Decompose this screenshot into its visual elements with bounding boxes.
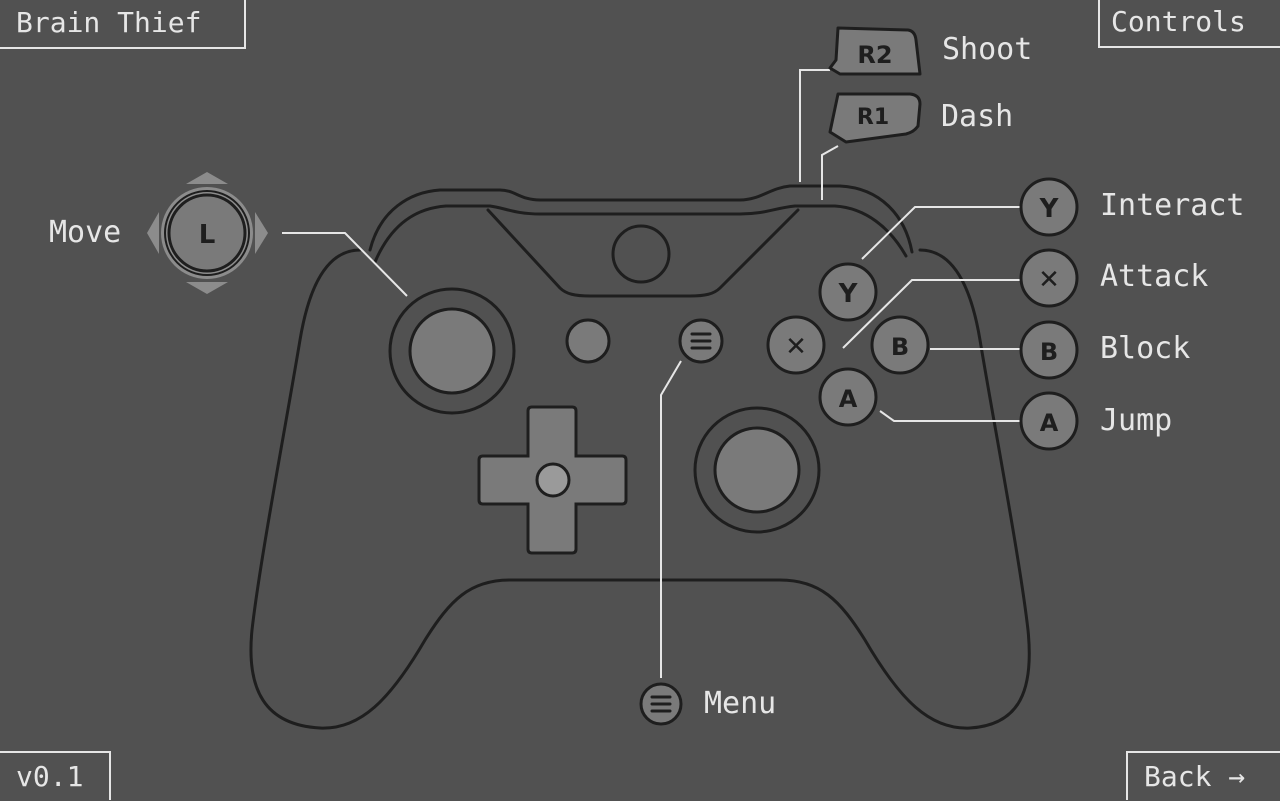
arrow-right-icon: → [1228,760,1246,793]
legend-b-icon: B [1019,320,1079,380]
binding-attack: Attack [1100,259,1209,294]
binding-block: Block [1100,331,1191,366]
back-button[interactable]: Back → [1126,751,1280,800]
r2-trigger-icon: R2 [828,26,922,76]
binding-interact: Interact [1100,188,1245,223]
x-button-icon [766,315,826,375]
b-button-icon [870,315,930,375]
legend-y-glyph: Y [1039,194,1060,224]
binding-menu: Menu [704,686,777,721]
y-glyph: Y [838,279,859,309]
binding-move: Move [49,215,122,250]
left-stick-glyph: L [199,220,216,250]
legend-menu-icon [639,682,683,726]
binding-jump: Jump [1100,403,1173,438]
legend-x-icon: ✕ [1019,248,1079,308]
b-glyph: B [891,333,909,361]
r1-glyph: R1 [857,105,889,130]
back-label: Back [1144,760,1212,793]
game-title: Brain Thief [0,0,246,49]
r2-glyph: R2 [857,41,892,69]
legend-y-icon: Y [1019,177,1079,237]
legend-a-glyph: A [1040,409,1059,437]
y-button-icon [818,262,878,322]
legend-b-glyph: B [1040,338,1058,366]
a-button-icon [818,367,878,427]
x-glyph: ✕ [785,332,807,362]
a-glyph: A [839,385,858,413]
binding-dash: Dash [941,99,1014,134]
legend-a-icon: A [1019,391,1079,451]
left-stick-icon: L [147,172,268,294]
r1-bumper-icon: R1 [828,92,922,144]
version-label: v0.1 [0,751,111,800]
page-title: Controls [1098,0,1280,48]
legend-x-glyph: ✕ [1038,265,1060,295]
binding-shoot: Shoot [942,32,1033,67]
